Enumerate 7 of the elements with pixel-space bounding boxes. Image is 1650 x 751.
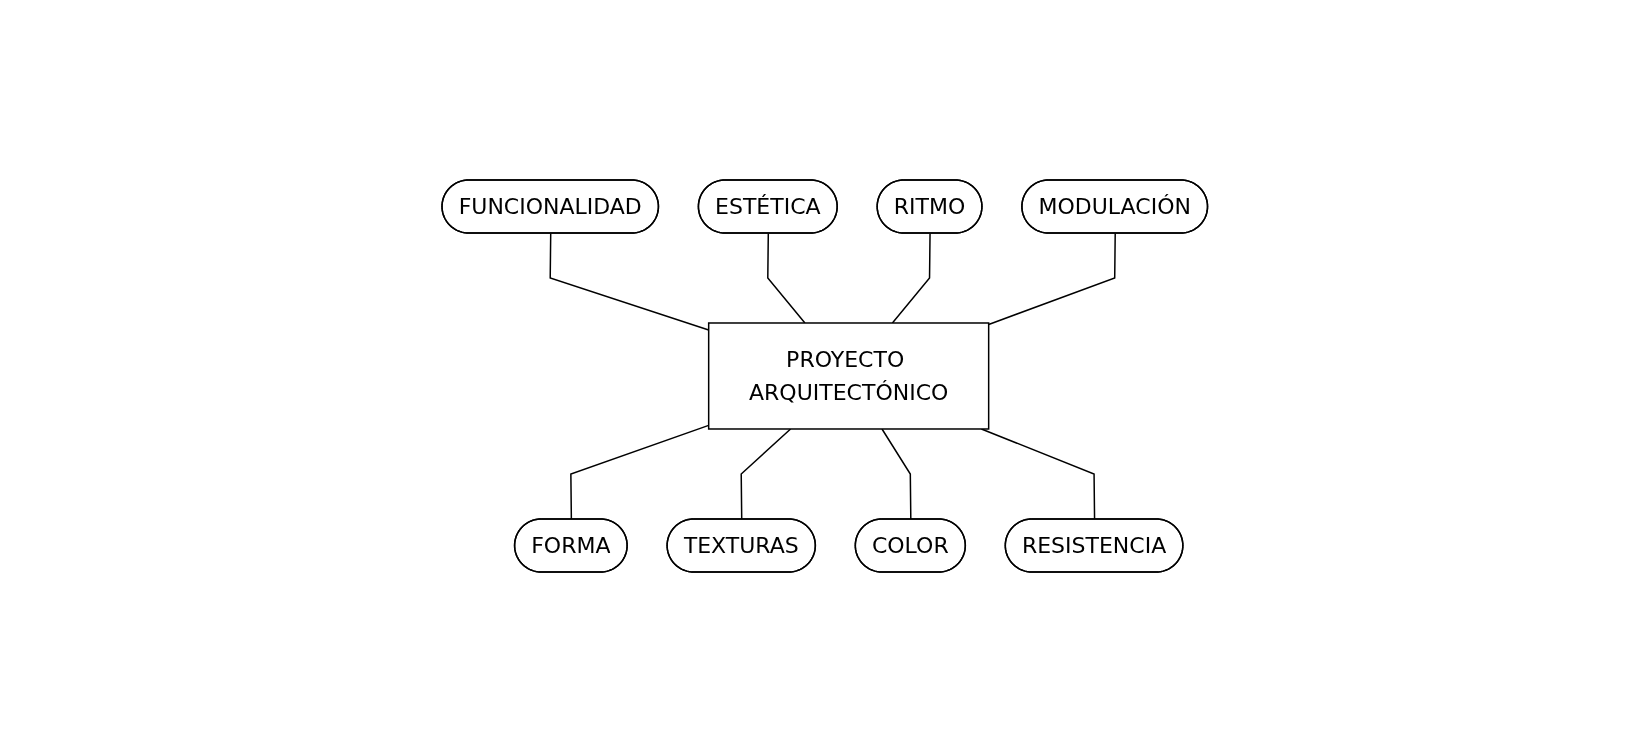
node-box: PROYECTO ARQUITECTÓNICO <box>708 321 990 430</box>
connector <box>740 427 792 520</box>
connector <box>881 427 912 520</box>
connector <box>980 427 1096 520</box>
connector <box>988 232 1117 325</box>
connector <box>891 232 932 324</box>
connector <box>767 232 806 324</box>
